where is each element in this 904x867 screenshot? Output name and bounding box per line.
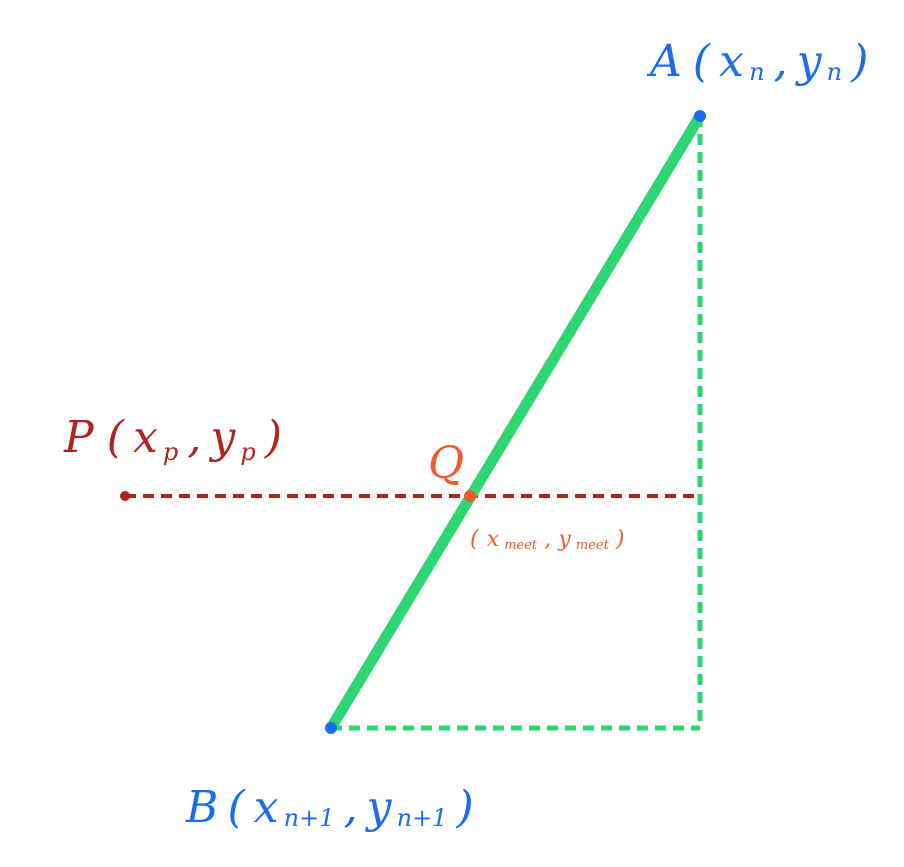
label-q-close: ) [615, 527, 625, 552]
label-a-y: y [795, 36, 823, 87]
label-a-open: ( [693, 36, 711, 87]
label-q-y: y [557, 527, 571, 552]
label-b-x: x [254, 782, 279, 833]
point-p-dot [120, 491, 130, 501]
label-b-y-sub: n+1 [397, 804, 448, 832]
point-a-dot [694, 110, 706, 122]
label-p: P ( x p , y p ) [63, 412, 282, 466]
label-b: B ( x n+1 , y n+1 ) [185, 782, 474, 833]
label-a-letter: A [646, 36, 682, 87]
label-a-x-sub: n [749, 58, 764, 86]
label-q-y-sub: meet [576, 538, 610, 553]
label-a-x: x [719, 36, 744, 87]
label-p-y-sub: p [240, 438, 255, 466]
label-b-y: y [365, 782, 393, 833]
label-p-comma: , [187, 412, 201, 463]
label-p-close: ) [264, 412, 282, 463]
label-a-y-sub: n [827, 58, 842, 86]
label-b-open: ( [227, 782, 245, 833]
segment-ab [325, 110, 706, 734]
point-b-dot [325, 722, 337, 734]
label-q-x: x [487, 527, 500, 552]
label-p-x: x [133, 412, 158, 463]
label-q-letter: Q [428, 438, 464, 489]
point-q-dot [464, 490, 476, 502]
label-p-x-sub: p [163, 438, 178, 466]
label-b-x-sub: n+1 [284, 804, 335, 832]
label-b-close: ) [456, 782, 474, 833]
label-q-x-sub: meet [504, 538, 538, 553]
label-b-letter: B [185, 782, 218, 833]
label-a: A ( x n , y n ) [646, 36, 868, 87]
label-q-open: ( [470, 527, 479, 552]
label-p-y: y [208, 412, 236, 463]
label-a-close: ) [850, 36, 868, 87]
label-b-comma: , [344, 782, 358, 833]
label-q-coords: ( x meet , y meet ) [470, 527, 625, 553]
label-q-comma: , [544, 527, 551, 552]
label-p-open: ( [107, 412, 125, 463]
label-a-comma: , [774, 36, 788, 87]
label-p-letter: P [63, 412, 95, 463]
